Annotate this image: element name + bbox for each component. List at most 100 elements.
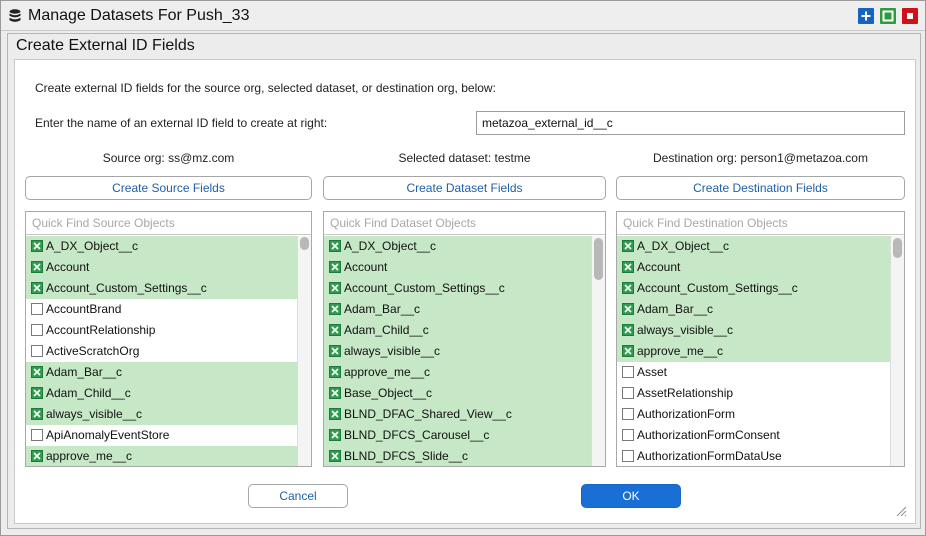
object-row[interactable]: Adam_Bar__c	[617, 299, 890, 320]
checked-checkbox-icon[interactable]	[622, 303, 634, 315]
ok-button[interactable]: OK	[581, 484, 681, 508]
object-row-label: Adam_Child__c	[46, 386, 131, 400]
create-destination-fields-button[interactable]: Create Destination Fields	[616, 176, 905, 200]
object-row[interactable]: A_DX_Object__c	[26, 236, 297, 257]
object-row[interactable]: AccountBrand	[26, 299, 297, 320]
object-row[interactable]: Account_Custom_Settings__c	[324, 278, 591, 299]
create-source-fields-button[interactable]: Create Source Fields	[25, 176, 312, 200]
unchecked-checkbox-icon[interactable]	[622, 408, 634, 420]
object-row[interactable]: always_visible__c	[26, 404, 297, 425]
unchecked-checkbox-icon[interactable]	[622, 366, 634, 378]
add-window-button[interactable]	[858, 8, 874, 24]
dataset-scroll-thumb[interactable]	[594, 238, 603, 280]
checked-checkbox-icon[interactable]	[329, 324, 341, 336]
source-scroll-thumb[interactable]	[300, 237, 309, 250]
checked-checkbox-icon[interactable]	[622, 261, 634, 273]
object-row[interactable]: ActiveScratchOrg	[26, 341, 297, 362]
checked-checkbox-icon[interactable]	[31, 450, 43, 462]
checked-checkbox-icon[interactable]	[329, 303, 341, 315]
checked-checkbox-icon[interactable]	[329, 450, 341, 462]
source-quick-find-input[interactable]	[26, 212, 311, 235]
cancel-button[interactable]: Cancel	[248, 484, 348, 508]
dataset-list-scrollbar[interactable]	[591, 236, 605, 466]
object-row[interactable]: Adam_Bar__c	[26, 362, 297, 383]
object-row[interactable]: Account_Custom_Settings__c	[26, 278, 297, 299]
checked-checkbox-icon[interactable]	[31, 408, 43, 420]
unchecked-checkbox-icon[interactable]	[31, 324, 43, 336]
destination-list-scrollbar[interactable]	[890, 236, 904, 466]
object-row[interactable]: approve_me__c	[617, 341, 890, 362]
object-row[interactable]: approve_me__c	[26, 446, 297, 466]
object-row-label: always_visible__c	[637, 323, 734, 337]
source-list-scrollbar[interactable]	[297, 236, 311, 466]
checked-checkbox-icon[interactable]	[31, 387, 43, 399]
maximize-window-button[interactable]	[880, 8, 896, 24]
object-row[interactable]: Adam_Child__c	[26, 383, 297, 404]
object-row-label: Account_Custom_Settings__c	[344, 281, 505, 295]
checked-checkbox-icon[interactable]	[329, 366, 341, 378]
object-row[interactable]: BLND_DFAC_Shared_View__c	[324, 404, 591, 425]
object-row-label: Account	[637, 260, 681, 274]
object-row[interactable]: ApiAnomalyEventStore	[26, 425, 297, 446]
object-row-label: Account_Custom_Settings__c	[46, 281, 207, 295]
object-row-label: Base_Object__c	[344, 386, 433, 400]
object-row-label: AuthorizationFormDataUse	[637, 449, 782, 463]
object-row[interactable]: Account	[26, 257, 297, 278]
checked-checkbox-icon[interactable]	[622, 282, 634, 294]
external-id-name-input[interactable]	[476, 111, 905, 135]
object-row[interactable]: approve_me__c	[324, 362, 591, 383]
object-row[interactable]: Base_Object__c	[324, 383, 591, 404]
object-row[interactable]: Account	[617, 257, 890, 278]
object-row[interactable]: A_DX_Object__c	[617, 236, 890, 257]
checked-checkbox-icon[interactable]	[329, 261, 341, 273]
object-row[interactable]: Adam_Bar__c	[324, 299, 591, 320]
object-row[interactable]: Account_Custom_Settings__c	[617, 278, 890, 299]
object-row[interactable]: BLND_DFCS_Carousel__c	[324, 425, 591, 446]
dataset-quick-find-input[interactable]	[324, 212, 605, 235]
dataset-objects-list: A_DX_Object__cAccountAccount_Custom_Sett…	[323, 211, 606, 467]
checked-checkbox-icon[interactable]	[329, 429, 341, 441]
checked-checkbox-icon[interactable]	[31, 366, 43, 378]
resize-grip-icon[interactable]	[895, 505, 907, 517]
object-row-label: AuthorizationForm	[637, 407, 736, 421]
checked-checkbox-icon[interactable]	[329, 387, 341, 399]
object-row-label: AuthorizationFormConsent	[637, 428, 780, 442]
object-row[interactable]: Asset	[617, 362, 890, 383]
window-title: Manage Datasets For Push_33	[28, 7, 250, 24]
unchecked-checkbox-icon[interactable]	[31, 303, 43, 315]
object-row[interactable]: always_visible__c	[617, 320, 890, 341]
checked-checkbox-icon[interactable]	[329, 408, 341, 420]
unchecked-checkbox-icon[interactable]	[31, 345, 43, 357]
checked-checkbox-icon[interactable]	[622, 324, 634, 336]
checked-checkbox-icon[interactable]	[31, 261, 43, 273]
checked-checkbox-icon[interactable]	[329, 282, 341, 294]
object-row[interactable]: AssetRelationship	[617, 383, 890, 404]
object-row[interactable]: AuthorizationFormDataUse	[617, 446, 890, 466]
object-row-label: BLND_DFCS_Slide__c	[344, 449, 469, 463]
unchecked-checkbox-icon[interactable]	[622, 450, 634, 462]
checked-checkbox-icon[interactable]	[31, 240, 43, 252]
unchecked-checkbox-icon[interactable]	[622, 387, 634, 399]
maximize-icon	[882, 10, 894, 22]
checked-checkbox-icon[interactable]	[329, 240, 341, 252]
checked-checkbox-icon[interactable]	[622, 240, 634, 252]
unchecked-checkbox-icon[interactable]	[31, 429, 43, 441]
object-row[interactable]: Adam_Child__c	[324, 320, 591, 341]
object-row[interactable]: BLND_DFCS_Slide__c	[324, 446, 591, 466]
destination-quick-find-input[interactable]	[617, 212, 904, 235]
object-row[interactable]: A_DX_Object__c	[324, 236, 591, 257]
destination-scroll-thumb[interactable]	[893, 238, 902, 258]
checked-checkbox-icon[interactable]	[31, 282, 43, 294]
object-row[interactable]: AuthorizationForm	[617, 404, 890, 425]
object-row[interactable]: AccountRelationship	[26, 320, 297, 341]
close-window-button[interactable]	[902, 8, 918, 24]
checked-checkbox-icon[interactable]	[329, 345, 341, 357]
checked-checkbox-icon[interactable]	[622, 345, 634, 357]
create-dataset-fields-button[interactable]: Create Dataset Fields	[323, 176, 606, 200]
object-row-label: ActiveScratchOrg	[46, 344, 140, 358]
object-row[interactable]: always_visible__c	[324, 341, 591, 362]
unchecked-checkbox-icon[interactable]	[622, 429, 634, 441]
object-row[interactable]: AuthorizationFormConsent	[617, 425, 890, 446]
object-row[interactable]: Account	[324, 257, 591, 278]
